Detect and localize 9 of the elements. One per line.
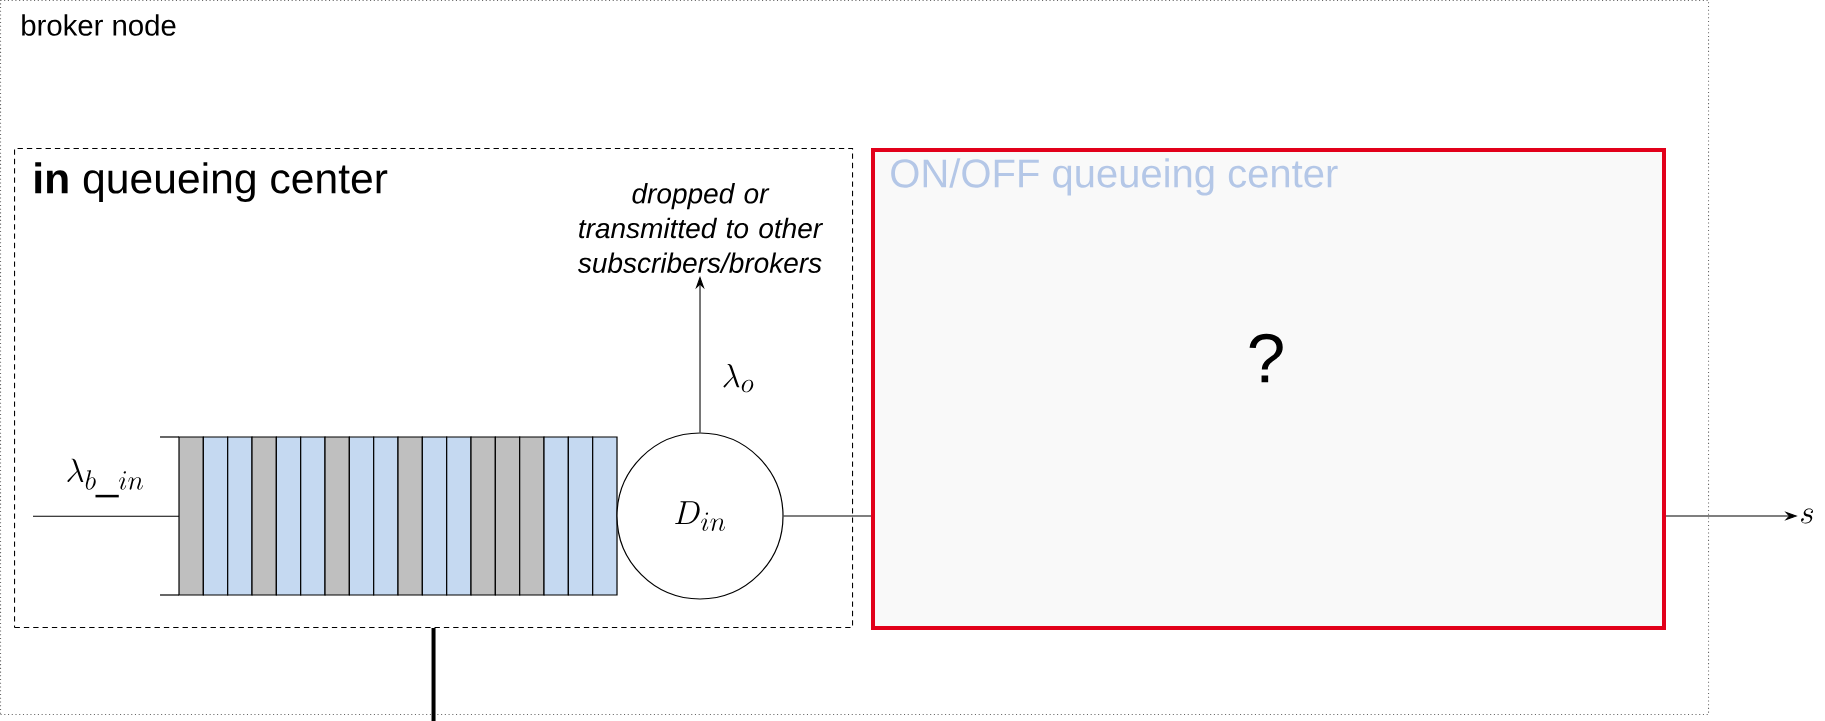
- edge-label: $\lambda_{o}$: [720, 362, 756, 394]
- edge-label: $\lambda_{b\_in}$: [64, 457, 146, 499]
- node-text: dropped or transmitted to other subscribers/brokers: [577, 183, 824, 273]
- connector-line: [783, 515, 872, 517]
- connector-line: [431, 628, 436, 721]
- queue-buffer: [159, 436, 618, 596]
- connector-line: [32, 515, 180, 517]
- container-box: ON/OFF queueing center ?: [871, 148, 1666, 630]
- node-text: $s$: [1801, 508, 1814, 524]
